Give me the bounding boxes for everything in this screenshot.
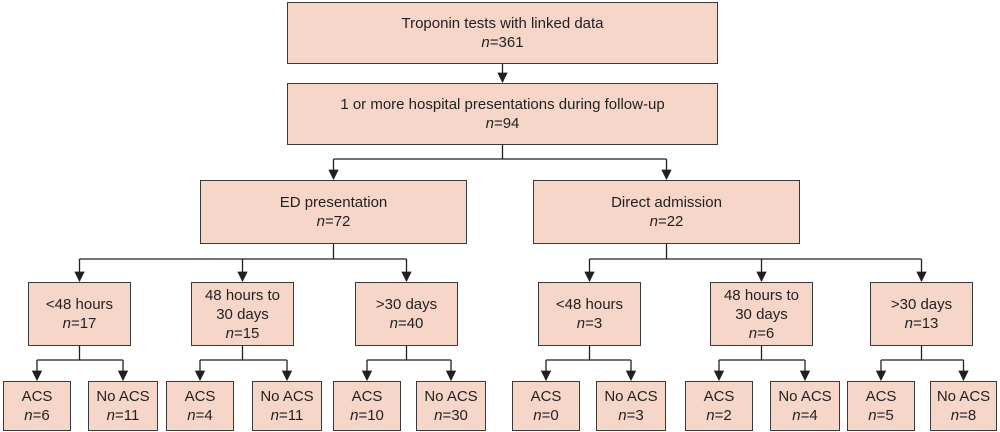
node-count: n=4 (792, 407, 818, 424)
node-count: n=3 (618, 407, 644, 424)
node-da-48to30-acs: ACS n=2 (685, 381, 753, 431)
node-count: n=5 (868, 407, 894, 424)
node-label: Troponin tests with linked data (401, 15, 604, 32)
node-count: n=6 (24, 407, 50, 424)
node-ed-gt30-acs: ACS n=10 (333, 381, 401, 431)
node-label: 30 days (216, 305, 269, 323)
node-root: Troponin tests with linked data n=361 (287, 2, 718, 64)
node-count-value: 13 (921, 315, 939, 332)
node-count-value: 2 (723, 407, 732, 424)
node-count: n=11 (270, 407, 304, 424)
node-ed-gt30-noacs: No ACS n=30 (416, 381, 486, 431)
node-label: No ACS (604, 388, 658, 405)
node-count: n=94 (485, 115, 520, 132)
node-label: No ACS (260, 388, 314, 405)
node-ed-48to30-noacs: No ACS n=11 (252, 381, 322, 431)
node-label: 1 or more hospital presentations during … (340, 96, 665, 113)
node-label: No ACS (96, 388, 150, 405)
node-label: No ACS (778, 388, 832, 405)
node-label: No ACS (936, 388, 991, 405)
node-count: n=30 (434, 407, 468, 424)
node-label: 48 hours to (723, 286, 800, 304)
node-count: n=361 (481, 34, 524, 51)
node-da-lt48: <48 hours n=3 (538, 282, 641, 346)
node-count: n=11 (106, 407, 140, 424)
node-count-value: 30 (451, 407, 468, 424)
node-count-value: 11 (287, 407, 304, 424)
node-count: n=22 (649, 213, 684, 230)
node-label: ACS (530, 388, 562, 405)
node-da-gt30-noacs: No ACS n=8 (930, 381, 997, 431)
node-count-value: 6 (41, 407, 50, 424)
node-count: n=2 (706, 407, 732, 424)
node-ed: ED presentation n=72 (200, 180, 467, 244)
node-count-value: 361 (498, 34, 524, 51)
node-ed-lt48-acs: ACS n=6 (3, 381, 71, 431)
node-label: 48 hours to (204, 286, 281, 304)
node-count-value: 4 (809, 407, 818, 424)
node-count-value: 40 (406, 315, 424, 332)
node-count-value: 6 (765, 324, 775, 342)
node-ed-gt30: >30 days n=40 (355, 282, 458, 346)
node-count: n=6 (748, 324, 775, 342)
node-label: ACS (21, 388, 53, 405)
node-label: <48 hours (45, 296, 114, 313)
node-label: Direct admission (611, 194, 722, 211)
node-count-value: 5 (885, 407, 894, 424)
node-da: Direct admission n=22 (533, 180, 800, 244)
node-count-value: 0 (550, 407, 559, 424)
node-count: n=3 (576, 315, 603, 332)
node-label: ED presentation (279, 194, 388, 211)
node-da-lt48-noacs: No ACS n=3 (596, 381, 666, 431)
node-da-lt48-acs: ACS n=0 (512, 381, 580, 431)
node-da-gt30: >30 days n=13 (870, 282, 973, 346)
node-count: n=0 (533, 407, 559, 424)
node-count-value: 4 (204, 407, 213, 424)
node-label: <48 hours (555, 296, 624, 313)
node-da-48to30-noacs: No ACS n=4 (770, 381, 840, 431)
node-ed-48to30-acs: ACS n=4 (166, 381, 234, 431)
node-count-value: 94 (502, 115, 520, 132)
node-count: n=13 (904, 315, 939, 332)
node-label: ACS (351, 388, 383, 405)
node-ed-lt48: <48 hours n=17 (28, 282, 131, 346)
node-count-value: 17 (79, 315, 97, 332)
node-label: ACS (703, 388, 735, 405)
node-count-value: 72 (333, 213, 351, 230)
node-count: n=15 (225, 324, 260, 342)
node-count-value: 3 (593, 315, 603, 332)
node-label: ACS (184, 388, 216, 405)
node-label: ACS (865, 388, 897, 405)
node-count: n=4 (187, 407, 213, 424)
node-count: n=8 (950, 407, 977, 424)
node-label: >30 days (375, 296, 438, 313)
node-count-value: 15 (242, 324, 260, 342)
node-count: n=10 (350, 407, 384, 424)
node-label: No ACS (424, 388, 478, 405)
node-count: n=17 (62, 315, 97, 332)
node-count: n=40 (389, 315, 424, 332)
node-count-value: 3 (635, 407, 644, 424)
node-hosp: 1 or more hospital presentations during … (287, 83, 718, 145)
node-count-value: 11 (123, 407, 140, 424)
node-count: n=72 (316, 213, 351, 230)
node-count-value: 8 (967, 407, 977, 424)
node-count-value: 10 (367, 407, 384, 424)
node-ed-lt48-noacs: No ACS n=11 (88, 381, 158, 431)
node-label: 30 days (735, 305, 788, 323)
node-count-value: 22 (666, 213, 684, 230)
node-label: >30 days (890, 296, 953, 313)
node-da-gt30-acs: ACS n=5 (847, 381, 915, 431)
